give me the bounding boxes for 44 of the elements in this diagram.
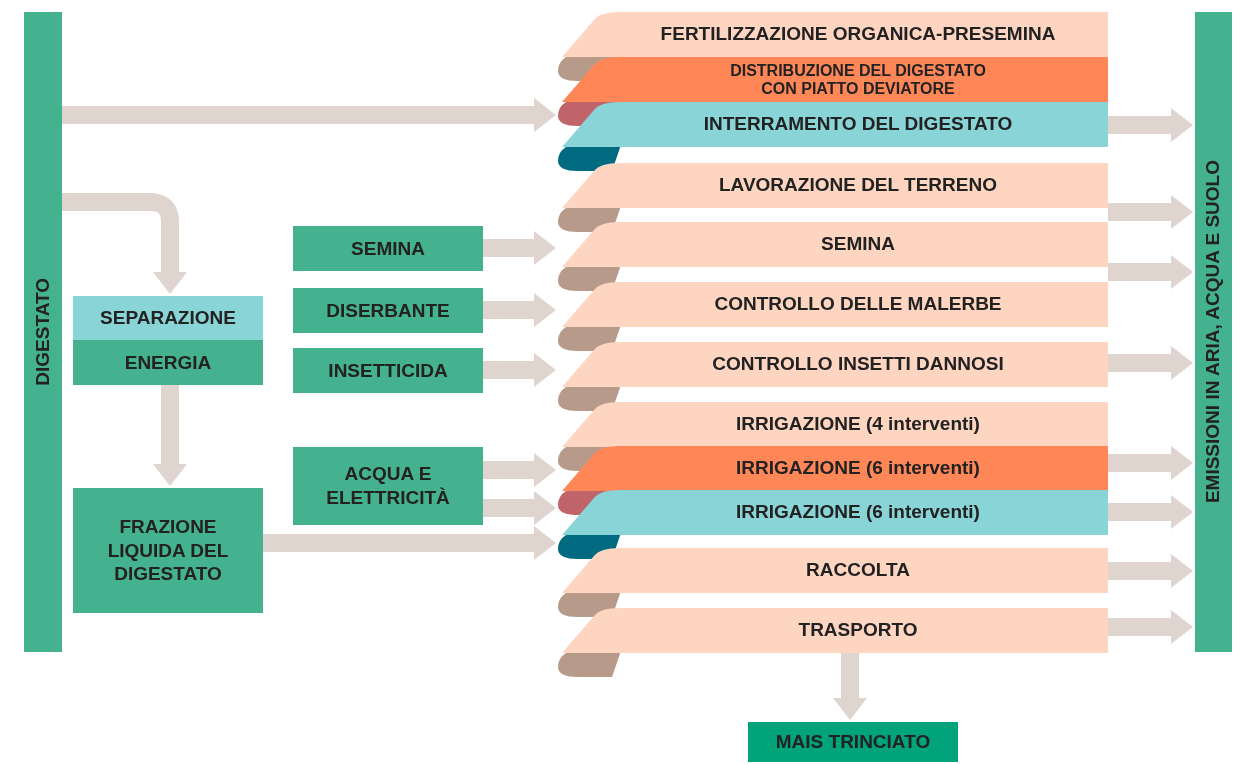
process-box: MAIS TRINCIATO <box>748 722 958 762</box>
step-label: IRRIGAZIONE (4 interventi) <box>736 414 980 435</box>
arrow <box>1108 610 1193 644</box>
step-label: RACCOLTA <box>806 560 910 581</box>
arrow <box>1108 255 1193 289</box>
process-box: DISERBANTE <box>293 288 483 333</box>
arrow <box>1108 446 1193 480</box>
arrow <box>483 293 556 327</box>
side-bar: EMISSIONI IN ARIA, ACQUA E SUOLO <box>1195 12 1232 652</box>
process-box: INSETTICIDA <box>293 348 483 393</box>
arrow <box>1108 108 1193 142</box>
process-box: FRAZIONE LIQUIDA DEL DIGESTATO <box>73 488 263 613</box>
ribbon-banner <box>558 608 1108 677</box>
process-box: SEPARAZIONE <box>73 296 263 340</box>
arrow <box>833 653 867 720</box>
arrow <box>1108 346 1193 380</box>
ribbon-banner <box>558 222 1108 291</box>
arrow <box>62 193 187 294</box>
step-label: IRRIGAZIONE (6 interventi) <box>736 502 980 523</box>
ribbon-banner <box>558 490 1108 559</box>
process-box: ENERGIA <box>73 340 263 385</box>
step-label: CONTROLLO DELLE MALERBE <box>714 294 1002 315</box>
step-label: FERTILIZZAZIONE ORGANICA-PRESEMINA <box>660 24 1056 45</box>
process-box: ACQUA E ELETTRICITÀ <box>293 447 483 525</box>
step-label: TRASPORTO <box>798 620 918 641</box>
process-box: SEMINA <box>293 226 483 271</box>
step-label: DISTRIBUZIONE DEL DIGESTATO CON PIATTO DEVIATORE <box>729 61 987 98</box>
arrow <box>1108 554 1193 588</box>
side-bar: DIGESTATO <box>24 12 62 652</box>
arrow <box>483 231 556 265</box>
arrow <box>483 453 556 487</box>
arrow <box>1108 495 1193 529</box>
step-label: SEMINA <box>821 234 895 255</box>
step-label: LAVORAZIONE DEL TERRENO <box>719 175 997 196</box>
ribbon-banner <box>558 548 1108 617</box>
arrow <box>483 491 556 525</box>
arrow <box>153 385 187 486</box>
step-label: CONTROLLO INSETTI DANNOSI <box>712 354 1004 375</box>
arrow <box>1108 195 1193 229</box>
step-label: INTERRAMENTO DEL DIGESTATO <box>703 114 1013 135</box>
arrow <box>62 98 556 132</box>
step-label: IRRIGAZIONE (6 interventi) <box>736 458 980 479</box>
arrow <box>483 353 556 387</box>
arrow <box>263 526 556 560</box>
